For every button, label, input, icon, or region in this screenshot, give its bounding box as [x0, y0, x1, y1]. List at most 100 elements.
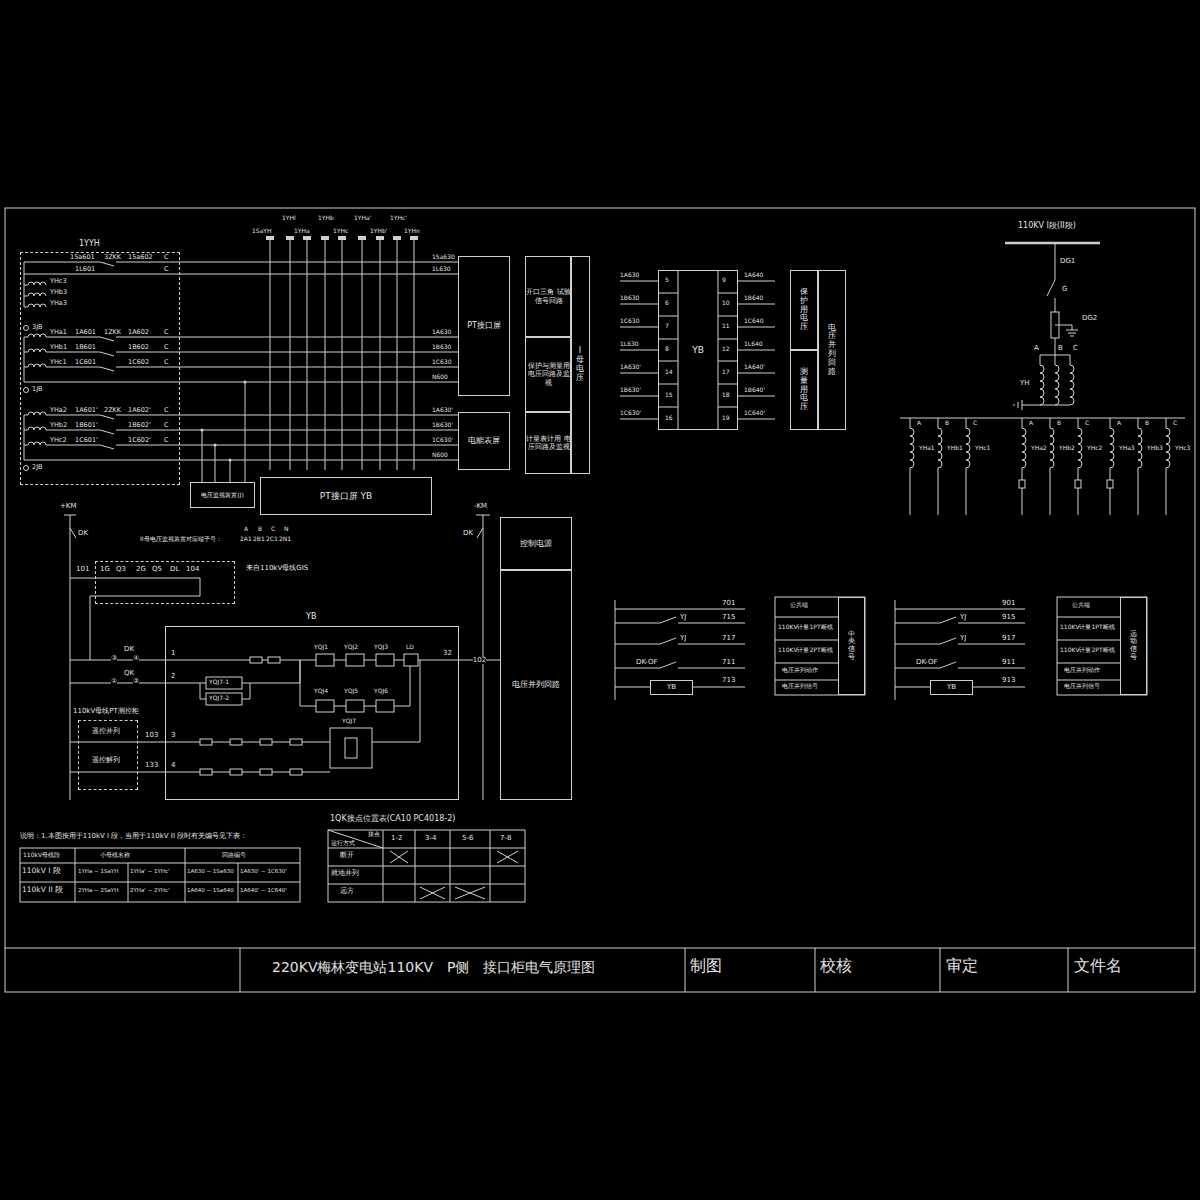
- annotation-text: 101: [76, 566, 89, 573]
- annotation-text: 1L630: [432, 266, 451, 272]
- annotation-text: 110kV I 段: [22, 867, 61, 875]
- annotation-text: YQJ6: [374, 688, 388, 694]
- annotation-text: YHc1: [975, 445, 990, 451]
- annotation-text: 说明：1.本图按用于110kV I 段，当用于110kV II 段时有关编号见下…: [20, 833, 247, 840]
- signal-circuit: [895, 600, 1025, 700]
- terminal-block: YB: [165, 626, 459, 800]
- annotation-text: 1L630: [620, 341, 639, 347]
- control-circuit: [316, 700, 334, 712]
- annotation-text: 3-4: [425, 835, 436, 842]
- annotation-text: DK: [463, 530, 473, 537]
- annotation-text: YHa2: [1031, 445, 1047, 451]
- annotation-text: 1A630 ~ 1Sa630: [187, 869, 234, 875]
- small-busbar: [321, 236, 329, 240]
- annotation-text: 1G: [100, 566, 110, 573]
- annotation-text: YQJ7: [342, 718, 356, 724]
- annotation-text: YQJ2: [344, 644, 358, 650]
- function-box: 计量表计用 电压回路及监视: [525, 412, 572, 474]
- annotation-text: 2A1: [240, 536, 252, 542]
- terminal-box: YB: [650, 680, 693, 695]
- annotation-text: C: [1173, 420, 1177, 426]
- annotation-text: 1C601': [75, 437, 98, 444]
- annotation-text: 就地并列: [331, 870, 359, 877]
- annotation-text: 1A630: [620, 272, 639, 278]
- pt-secondary-wiring: [24, 262, 180, 460]
- annotation-text: 1: [171, 650, 175, 657]
- primary-pt-symbol: [1019, 480, 1025, 488]
- control-circuit: [346, 700, 364, 712]
- annotation-text: DG1: [1060, 258, 1075, 265]
- numbering-table: [20, 848, 300, 902]
- annotation-text: 19: [722, 415, 730, 421]
- monitor-box: 电压监视装置(J): [190, 482, 255, 508]
- annotation-text: 1A602: [128, 329, 149, 336]
- small-busbar: [393, 236, 401, 240]
- control-circuit: [316, 654, 334, 666]
- small-busbar: [286, 236, 294, 240]
- node-label: 控制电源: [520, 539, 552, 548]
- annotation-text: 2JB: [32, 464, 43, 471]
- annotation-text: 6: [665, 300, 669, 306]
- small-busbar: [244, 381, 247, 384]
- annotation-text: 18: [722, 392, 730, 398]
- annotation-text: 断开: [340, 852, 354, 859]
- annotation-text: 1YHb: [318, 215, 334, 221]
- small-busbar: [338, 236, 346, 240]
- signal-table: [1057, 597, 1147, 695]
- node-label: 保护用电压: [800, 288, 808, 332]
- annotation-text: 遥控并列: [92, 728, 120, 735]
- annotation-text: 32: [443, 650, 452, 657]
- annotation-text: 1C602: [128, 359, 149, 366]
- annotation-text: 1A602': [128, 407, 151, 414]
- annotation-text: A: [244, 526, 248, 532]
- control-circuit: [260, 769, 272, 775]
- annotation-text: 1A640': [744, 364, 765, 370]
- annotation-text: 1SaYH: [252, 228, 271, 234]
- annotation-text: A: [1034, 345, 1039, 352]
- annotation-text: 1YHa ~ 1SaYH: [78, 869, 118, 875]
- numbering-table: [20, 848, 300, 902]
- annotation-text: B: [258, 526, 262, 532]
- annotation-text: 9: [722, 277, 726, 283]
- node-label: 中央信号: [848, 631, 855, 662]
- node-label: YB: [667, 683, 676, 691]
- annotation-text: C: [271, 526, 275, 532]
- function-band: 保护用电压: [790, 270, 818, 350]
- control-circuit: [346, 654, 364, 666]
- pt-secondary-wiring: [24, 262, 459, 471]
- annotation-text: YHb2: [1059, 445, 1075, 451]
- wire-connector: [180, 262, 458, 263]
- numbering-table: [20, 848, 300, 902]
- annotation-text: 1C630': [432, 437, 453, 443]
- annotation-text: ④: [133, 655, 139, 662]
- annotation-text: C: [1085, 420, 1089, 426]
- annotation-text: YQJ1: [314, 644, 328, 650]
- annotation-text: 1A630': [620, 364, 641, 370]
- annotation-text: YHa3: [50, 300, 67, 307]
- annotation-text: YHc2: [1087, 445, 1102, 451]
- switch-contact-table: [328, 830, 525, 902]
- small-busbar: [201, 429, 204, 432]
- annotation-text: 1A630' ~ 1C630': [240, 869, 287, 875]
- control-circuit: [290, 739, 302, 745]
- annotation-text: 1C601: [75, 359, 96, 366]
- annotation-text: 915: [1002, 614, 1015, 621]
- terminal-block: [620, 270, 775, 430]
- annotation-text: 1YHa': [354, 215, 371, 221]
- annotation-text: 2G: [136, 566, 146, 573]
- small-busbar: [229, 459, 232, 462]
- annotation-text: 1A640 ~ 1Sa640: [187, 888, 234, 894]
- annotation-text: 电压并列动作: [1064, 667, 1100, 673]
- annotation-text: ③: [111, 655, 117, 662]
- annotation-text: DK-OF: [916, 659, 938, 666]
- annotation-text: 1QK接点位置表(CA10 PC4018-2): [330, 815, 455, 823]
- annotation-text: 110KV计量2PT断线: [1060, 647, 1115, 653]
- annotation-text: YQJ7-1: [209, 679, 229, 685]
- control-circuit: [230, 739, 242, 745]
- node-label: 测量用电压: [800, 368, 808, 412]
- annotation-text: N: [284, 526, 289, 532]
- annotation-text: C: [164, 407, 169, 414]
- annotation-text: 1ZKK: [104, 329, 121, 336]
- annotation-text: 小母线名称: [100, 852, 130, 858]
- annotation-text: 2: [171, 673, 175, 680]
